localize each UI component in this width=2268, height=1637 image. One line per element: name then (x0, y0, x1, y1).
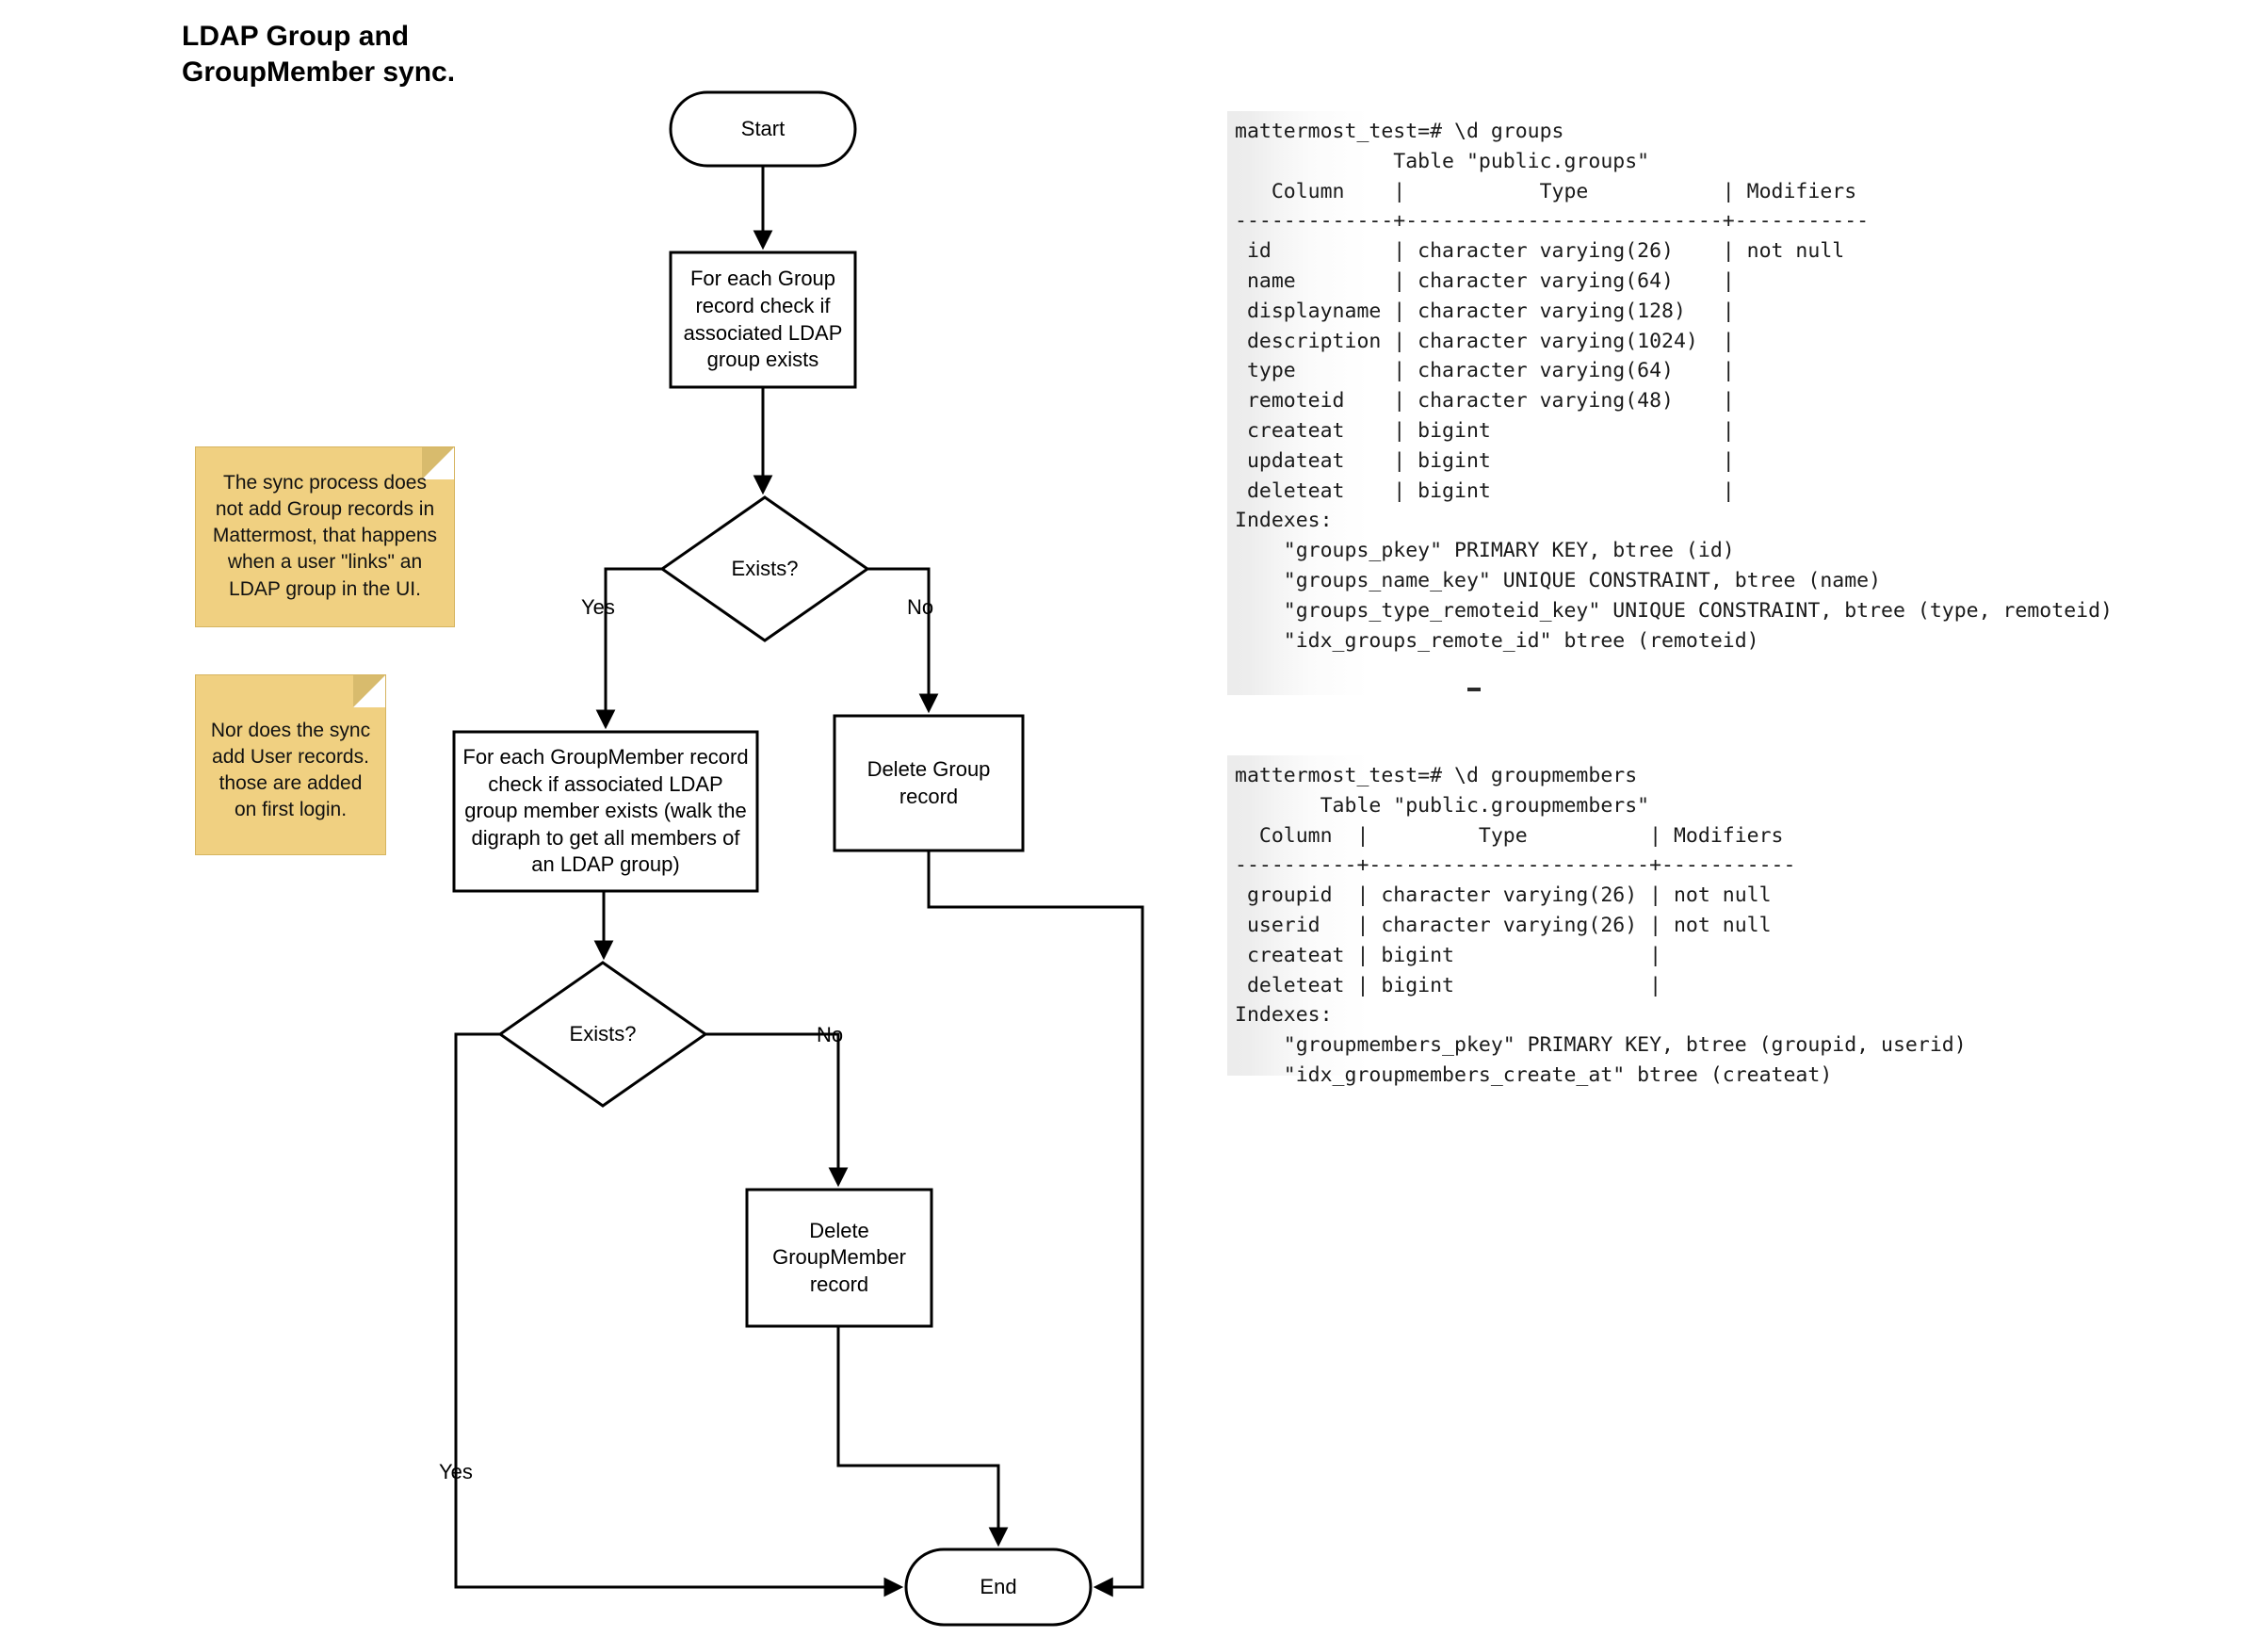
sticky-note-user-records-text: Nor does the sync add User records. thos… (210, 720, 371, 821)
edge-label-exists2-yes: Yes (439, 1460, 473, 1483)
node-start-shape[interactable] (669, 90, 857, 168)
node-end-shape[interactable] (904, 1548, 1093, 1627)
edge-label-exists1-no: No (907, 595, 934, 619)
node-check-member-shape[interactable] (452, 730, 759, 893)
connector-delete-group-to-end (927, 851, 1144, 1597)
terminal-cursor-artifact (1467, 688, 1481, 691)
node-exists-2-shape[interactable] (497, 961, 708, 1108)
node-delete-groupmember-shape[interactable] (745, 1188, 933, 1328)
sticky-note-user-records[interactable]: Nor does the sync add User records. thos… (195, 674, 386, 855)
connector-exists2-yes (454, 1032, 904, 1597)
edge-label-exists1-yes: Yes (581, 595, 615, 619)
terminal-groupmembers-table: mattermost_test=# \d groupmembers Table … (1227, 755, 2056, 1087)
folded-corner-icon (422, 447, 454, 479)
connector-exists1-yes (595, 567, 662, 730)
sticky-note-group-records-text: The sync process does not add Group reco… (212, 472, 438, 600)
node-check-group-shape[interactable] (669, 251, 857, 389)
connector-exists2-no (705, 1032, 849, 1188)
sticky-note-group-records[interactable]: The sync process does not add Group reco… (195, 446, 455, 627)
node-exists-1-shape[interactable] (659, 495, 870, 642)
edge-label-exists2-no: No (817, 1023, 844, 1046)
connector-delete-groupmember-to-end (836, 1326, 1009, 1548)
connector-exists1-no (867, 567, 939, 714)
folded-corner-icon (353, 675, 385, 707)
terminal-groups-table: mattermost_test=# \d groups Table "publi… (1227, 111, 2207, 695)
page-title: LDAP Group and GroupMember sync. (182, 21, 456, 89)
node-delete-group-shape[interactable] (833, 714, 1025, 852)
